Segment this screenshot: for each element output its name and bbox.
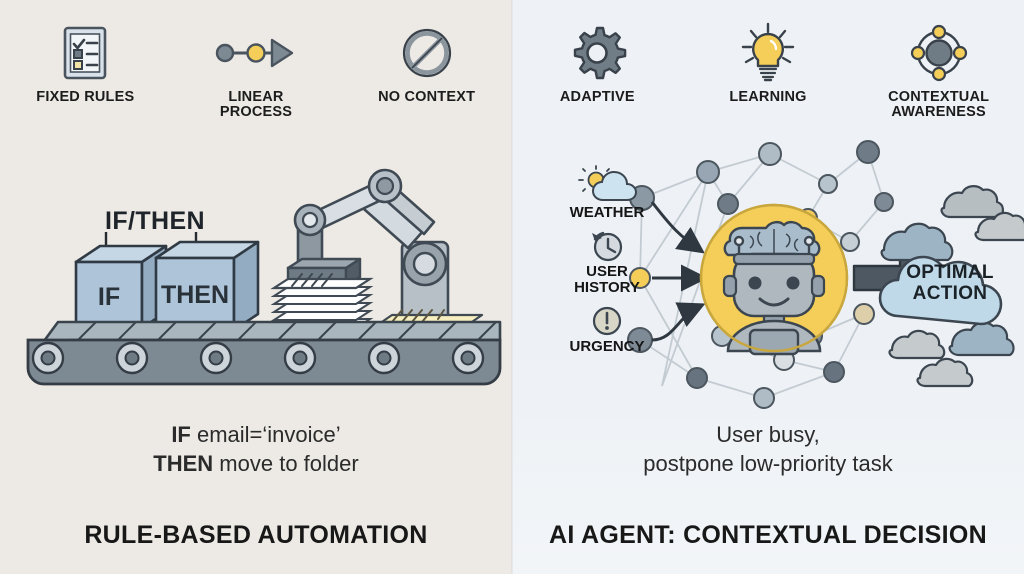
paper-stack-icon	[270, 273, 374, 329]
panel-divider	[511, 0, 513, 574]
ai-agent-avatar	[699, 203, 849, 356]
conveyor-scene: IF THEN	[0, 160, 512, 395]
input-user-history-label: USER HISTORY	[574, 264, 640, 296]
feature-label: LEARNING	[729, 89, 807, 105]
network-nodes	[627, 140, 894, 409]
input-weather-label: WEATHER	[569, 204, 645, 221]
input-urgency-label: URGENCY	[569, 338, 645, 355]
lightbulb-icon	[738, 22, 798, 84]
decision-example: User busy, postpone low-priority task	[512, 420, 1024, 478]
optimal-action-cloud	[878, 255, 1003, 326]
cloud-decorative	[948, 321, 1015, 357]
feature-adaptive: ADAPTIVE	[522, 22, 672, 105]
box-if: IF	[74, 244, 168, 330]
feature-label: ADAPTIVE	[559, 89, 635, 105]
rule-example-line1-bold: IF	[171, 422, 191, 447]
input-user-history-line2: HISTORY	[574, 279, 640, 296]
optimal-action-line2: ACTION	[912, 283, 988, 304]
right-feature-row: ADAPTIVE	[512, 22, 1024, 142]
feature-fixed-rules: FIXED RULES	[10, 22, 160, 105]
prohibition-icon	[399, 22, 455, 84]
feature-label-line1: CONTEXTUAL	[888, 89, 990, 105]
conveyor-belt-icon	[26, 320, 502, 386]
feature-label-line2: PROCESS	[219, 104, 293, 120]
input-arrows	[650, 201, 708, 342]
if-then-bracket-label: IF/THEN	[104, 207, 206, 235]
feature-label-line2: AWARENESS	[891, 104, 986, 120]
conveyor-rollers	[31, 341, 485, 375]
left-panel-title: RULE-BASED AUTOMATION	[84, 521, 428, 549]
rule-example: IF email=‘invoice’ THEN move to folder	[0, 420, 512, 478]
panel-ai-agent-contextual-decision: ADAPTIVE	[512, 0, 1024, 574]
left-feature-row: FIXED RULES LINEAR PROCESS	[0, 22, 512, 142]
rule-example-line2-rest: move to folder	[213, 451, 359, 476]
panel-rule-based-automation: FIXED RULES LINEAR PROCESS	[0, 22, 512, 549]
feature-label: CONTEXTUAL AWARENESS	[888, 90, 989, 120]
feature-contextual-awareness: CONTEXTUAL AWARENESS	[864, 22, 1014, 120]
decision-example-line2: postpone low-priority task	[643, 451, 893, 476]
box-then-label: THEN	[161, 281, 229, 309]
right-panel-title: AI AGENT: CONTEXTUAL DECISION	[549, 521, 987, 549]
robot-arm-icon	[293, 168, 450, 322]
cloud-decorative	[940, 185, 1004, 219]
checklist-icon	[61, 22, 109, 84]
gear-icon	[569, 22, 627, 84]
optimal-action-line1: OPTIMAL	[906, 262, 994, 283]
feature-linear-process: LINEAR PROCESS	[181, 22, 331, 120]
linear-arrow-icon	[214, 22, 298, 84]
input-urgency: URGENCY	[542, 304, 672, 355]
rule-example-line2: THEN move to folder	[0, 449, 512, 478]
input-weather: WEATHER	[542, 165, 672, 221]
cloud-decorative	[916, 357, 974, 388]
box-then: THEN	[154, 240, 260, 332]
rule-example-line1-rest: email=‘invoice’	[190, 422, 341, 447]
cloud-decorative	[888, 329, 946, 360]
atom-icon	[910, 22, 968, 84]
feature-label: FIXED RULES	[36, 89, 135, 105]
feature-label: NO CONTEXT	[378, 89, 476, 105]
cloud-decorative	[880, 222, 954, 262]
feature-learning: LEARNING	[693, 22, 843, 105]
feature-label: LINEAR PROCESS	[220, 90, 292, 120]
input-sources: WEATHER USER HISTORY	[542, 165, 672, 355]
decision-example-line1: User busy,	[716, 422, 820, 447]
optimal-action-label: OPTIMAL ACTION	[890, 262, 1010, 304]
rule-example-line1: IF email=‘invoice’	[0, 420, 512, 449]
clock-rewind-icon	[589, 229, 625, 263]
feature-no-context: NO CONTEXT	[352, 22, 502, 105]
exclamation-icon	[590, 304, 624, 338]
cloud-decorative	[974, 211, 1024, 242]
input-user-history: USER HISTORY	[542, 229, 672, 296]
rule-example-line2-bold: THEN	[153, 451, 214, 476]
input-user-history-line1: USER	[586, 263, 628, 280]
box-if-label: IF	[98, 283, 120, 311]
agent-network-scene	[512, 140, 1024, 409]
cloud-cluster	[878, 185, 1024, 388]
sun-cloud-icon	[577, 165, 638, 204]
feature-label-line1: LINEAR	[228, 89, 284, 105]
